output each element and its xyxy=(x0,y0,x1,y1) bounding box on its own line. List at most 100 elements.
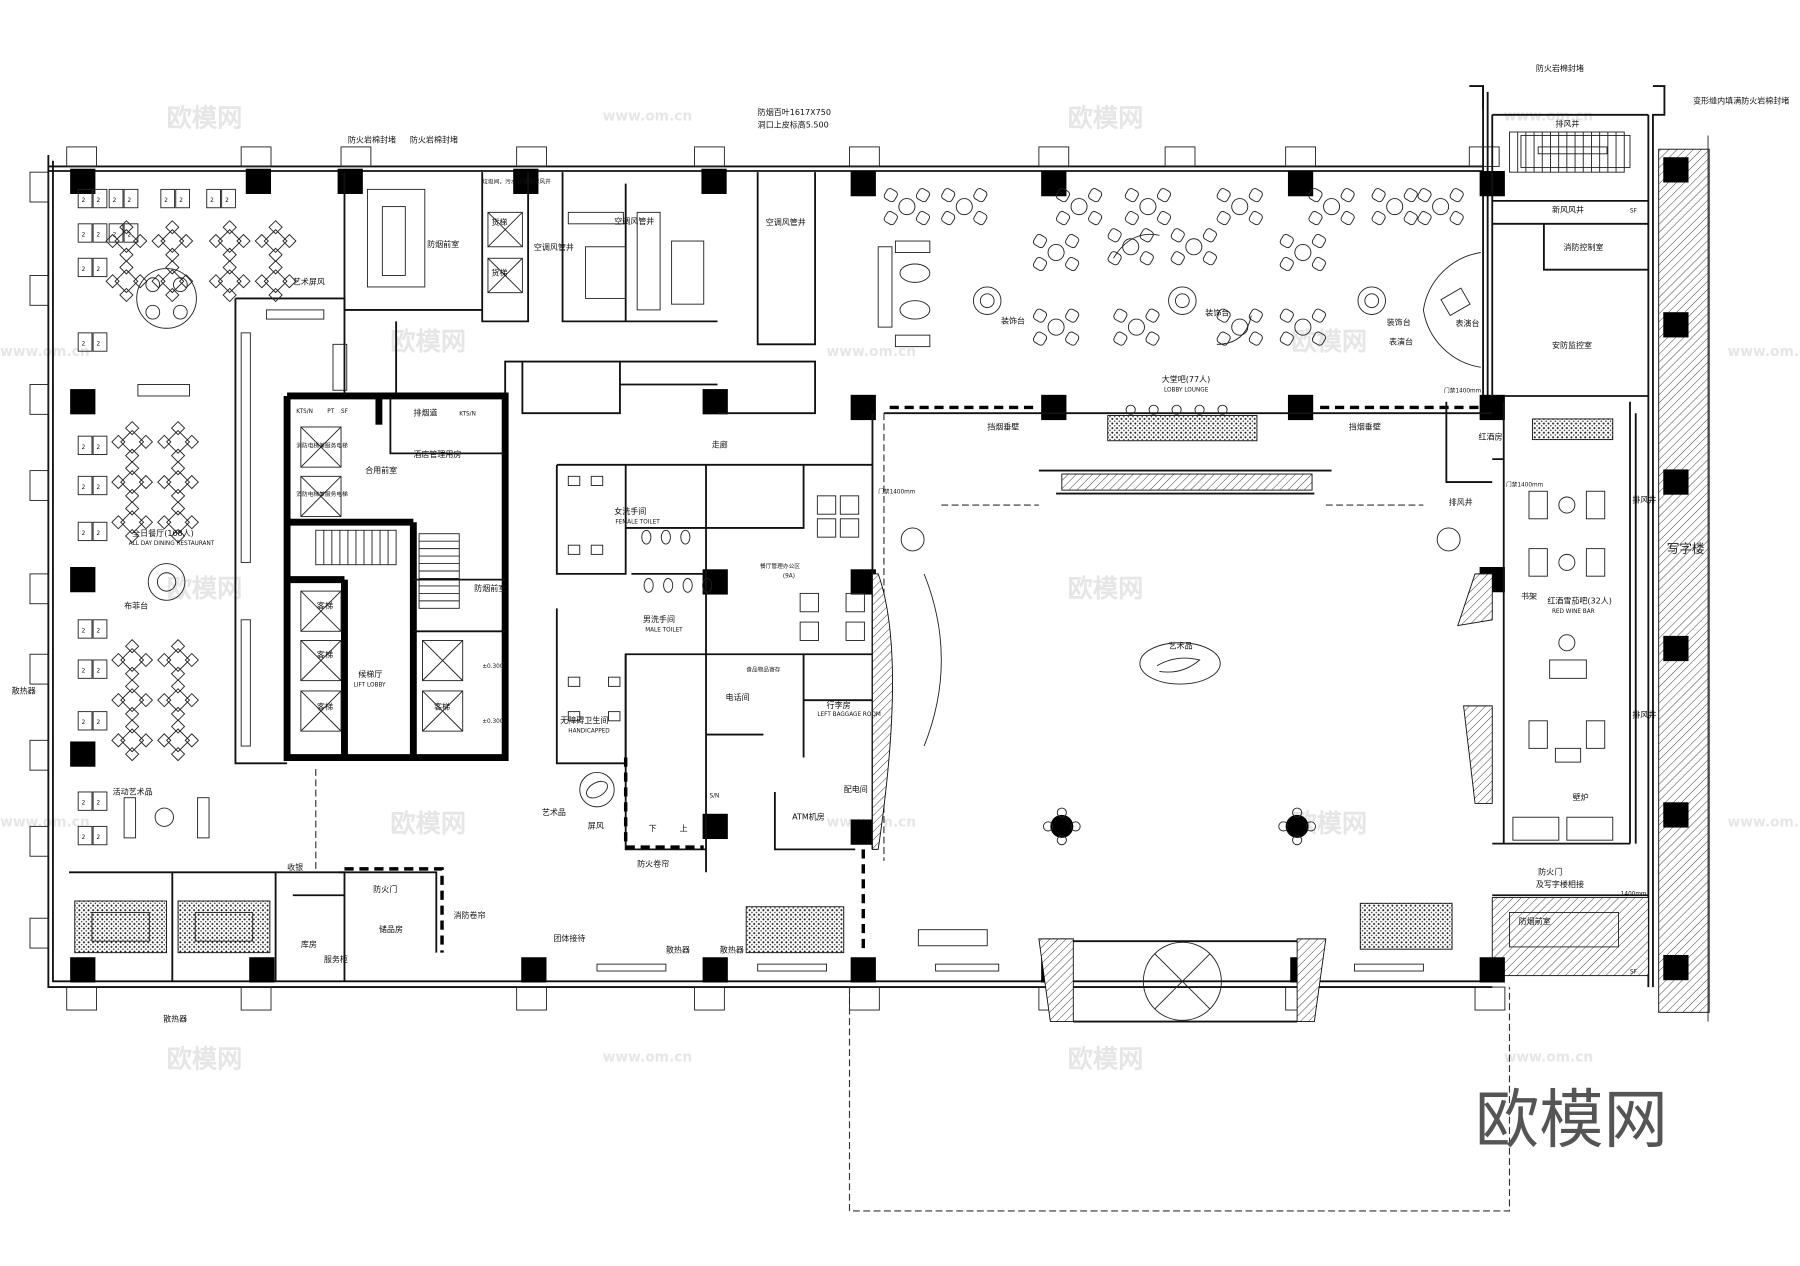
table-seat-count: 2 xyxy=(113,232,117,238)
pilaster xyxy=(694,146,725,167)
column xyxy=(1663,312,1689,338)
sofa xyxy=(1585,548,1606,577)
table xyxy=(77,619,93,639)
lounge-chair xyxy=(1202,251,1217,266)
room-handicapped-toilet-en: HANDICAPPED xyxy=(568,728,610,734)
chair xyxy=(222,260,237,275)
table-seat-count: 2 xyxy=(82,835,86,841)
desk xyxy=(816,495,837,515)
chair xyxy=(254,274,269,289)
lounge-chair xyxy=(1311,233,1326,249)
table-four-top xyxy=(111,679,154,722)
room-lift: 客梯 xyxy=(434,701,450,711)
chair xyxy=(170,420,186,436)
exterior-walls xyxy=(47,85,1710,1022)
sink xyxy=(590,475,604,486)
watermark-logo: 欧模网 xyxy=(1475,1083,1668,1158)
label-group-reception: 团体接待 xyxy=(553,933,585,943)
chair xyxy=(105,274,120,289)
label-sf: SF xyxy=(1630,208,1637,214)
watermark-large: 欧模网 xyxy=(1475,1083,1668,1158)
lounge-chair xyxy=(1340,211,1355,226)
column xyxy=(70,741,96,767)
chair xyxy=(1278,821,1289,832)
chair xyxy=(170,746,186,762)
chair xyxy=(254,233,269,249)
label-radiator: 散热器 xyxy=(12,685,36,695)
table xyxy=(114,229,139,254)
table xyxy=(166,470,191,495)
sink xyxy=(567,676,581,687)
table-four-top xyxy=(254,220,297,262)
chair xyxy=(170,706,186,722)
table xyxy=(263,229,288,254)
label-sf: SF xyxy=(1630,969,1637,975)
chair xyxy=(222,287,237,303)
lounge-chair xyxy=(1248,308,1263,323)
label-fire-shutter: 防火卷帘 xyxy=(637,859,669,869)
room-lobby-lounge-en: LOBBY LOUNGE xyxy=(1164,387,1209,393)
labels: 防火岩棉封堵 防火岩棉封堵 防烟百叶1617X750 洞口上皮标高5.500 防… xyxy=(12,63,1790,1023)
chair xyxy=(138,693,154,708)
chair xyxy=(282,233,297,249)
table xyxy=(217,229,242,254)
chair xyxy=(124,448,140,463)
chair xyxy=(170,461,186,476)
table-seat-count: 2 xyxy=(82,341,86,347)
room-ac-shaft: 空调风管井 xyxy=(534,242,574,252)
lobby-bar-counter xyxy=(1107,415,1258,442)
table xyxy=(166,688,191,713)
table-seat-count: 2 xyxy=(97,445,101,451)
column xyxy=(850,957,876,983)
elevator-car xyxy=(300,640,342,682)
lounge-chair xyxy=(1216,308,1231,323)
lounge-table xyxy=(1231,318,1249,336)
chair xyxy=(170,719,186,734)
table-four-top xyxy=(157,719,199,762)
lounge-chair xyxy=(915,211,930,226)
toilet-fixture xyxy=(702,578,713,593)
chair xyxy=(165,220,180,235)
lounge-table xyxy=(1432,198,1450,216)
elevator-cross xyxy=(300,590,342,632)
desk xyxy=(839,518,860,538)
room-exhaust: 排风井 xyxy=(1632,709,1656,719)
label-art: 活动艺术品 xyxy=(113,786,153,796)
table-four-top xyxy=(151,260,194,303)
lounge-table xyxy=(1185,238,1203,256)
table xyxy=(77,332,93,352)
chair xyxy=(151,233,166,249)
lounge-chair xyxy=(941,188,956,203)
desk xyxy=(816,518,837,538)
table xyxy=(77,791,93,811)
lounge-chair xyxy=(1145,308,1160,323)
room-handicapped-toilet: 无障碍卫生间 xyxy=(560,715,608,725)
label-radiator: 散热器 xyxy=(163,1014,187,1024)
label-deco-table: 装饰台 xyxy=(1001,316,1025,326)
pilaster xyxy=(849,986,880,1011)
chair xyxy=(178,233,194,249)
room-phone: 电话间 xyxy=(726,692,750,702)
column xyxy=(1663,954,1689,981)
table-seat-count: 2 xyxy=(210,198,214,204)
table xyxy=(221,188,236,209)
chair xyxy=(111,434,126,450)
chair xyxy=(236,274,251,289)
chair xyxy=(124,679,140,694)
room-warehouse: 库房 xyxy=(301,939,317,949)
room-storage: 食品物品寄存 xyxy=(746,665,781,673)
watermark-site: www.om.cn xyxy=(1504,109,1594,125)
label-sn: S/N xyxy=(709,794,719,800)
table-seat-count: 2 xyxy=(179,198,183,204)
lounge-chair xyxy=(1340,188,1355,203)
chair xyxy=(184,652,199,668)
room-garbage: 垃圾间，污水处理隔排风井 xyxy=(482,178,551,186)
decor-table xyxy=(900,527,925,552)
table-four-top xyxy=(105,260,148,303)
lounge-chair xyxy=(1311,331,1326,346)
lounge-chair xyxy=(1124,188,1139,203)
round-table-dark xyxy=(1285,814,1309,838)
